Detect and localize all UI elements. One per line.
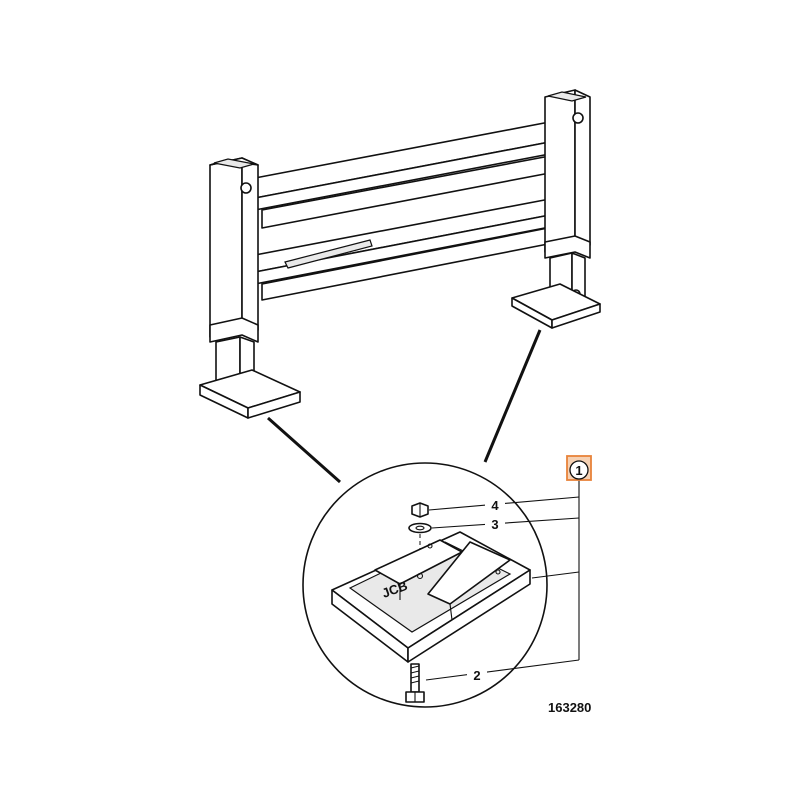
callout-4[interactable]: 4: [485, 497, 505, 514]
callout-3[interactable]: 3: [485, 516, 505, 533]
detail-circle: JCB: [302, 462, 548, 708]
base-pad: JCB: [331, 531, 531, 663]
callout-1-label: 1: [575, 463, 582, 478]
callout-2-label: 2: [473, 668, 480, 683]
barrier-frame: [199, 89, 601, 419]
callout-4-label: 4: [491, 498, 499, 513]
callout-3-label: 3: [491, 517, 498, 532]
detail-leader-lines: [267, 329, 542, 484]
nut: [411, 502, 429, 518]
bolt: [405, 663, 425, 703]
callout-1[interactable]: 1: [566, 455, 592, 481]
callout-2[interactable]: 2: [467, 667, 487, 684]
washer: [408, 522, 432, 534]
figure-reference-number: 163280: [548, 700, 591, 715]
callout-leaders: [425, 479, 580, 681]
